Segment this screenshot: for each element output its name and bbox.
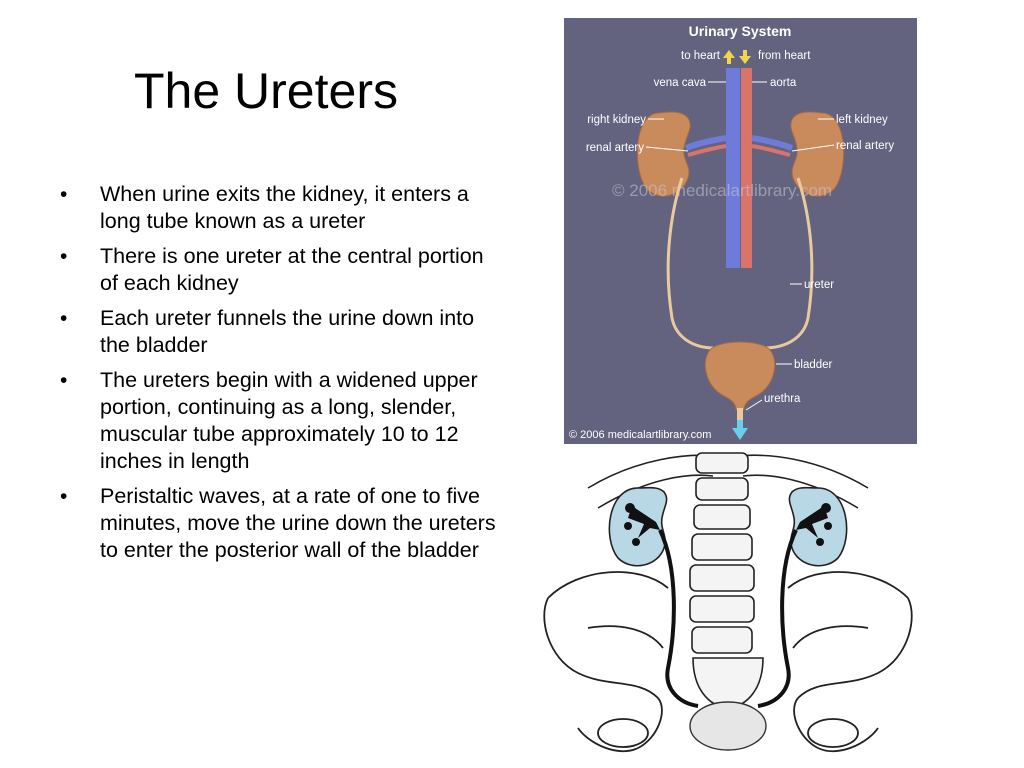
spine: [689, 452, 755, 654]
slide-title: The Ureters: [134, 63, 398, 119]
bullet-item: • There is one ureter at the central port…: [60, 243, 500, 297]
renal-artery-left: [751, 144, 791, 157]
bullet-list: • When urine exits the kidney, it enters …: [60, 181, 500, 572]
renal-vein-right: [684, 135, 727, 151]
bullet-glyph: •: [60, 485, 68, 508]
renal-pelvis-right: [624, 503, 660, 546]
urinary-system-diagram: Urinary System to heart from heart vena …: [564, 18, 917, 444]
arrow-down-cyan-icon: [732, 420, 748, 440]
right-ureter-illustration: [658, 529, 699, 708]
leader-line: [791, 144, 835, 152]
label-urethra: urethra: [764, 393, 801, 405]
bullet-item: • The ureters begin with a widened upper …: [60, 367, 500, 475]
left-ureter: [763, 177, 814, 350]
renal-artery-right: [687, 144, 727, 157]
renal-vein-left: [751, 135, 794, 151]
left-kidney: [790, 111, 845, 197]
urinary-system-svg: Urinary System to heart from heart vena …: [569, 23, 894, 441]
label-to-heart: to heart: [681, 50, 721, 62]
label-vena-cava: vena cava: [654, 77, 707, 89]
bullet-text: There is one ureter at the central porti…: [100, 244, 484, 295]
leader-line: [645, 146, 689, 152]
pelvis-kidney-svg: [543, 452, 913, 753]
bullet-text: The ureters begin with a widened upper p…: [100, 368, 478, 473]
right-ureter: [666, 177, 715, 350]
aorta-vessel: [741, 68, 752, 268]
diagram-watermark: © 2006 medicalartlibrary.com: [612, 181, 832, 200]
label-from-heart: from heart: [758, 50, 811, 62]
label-aorta: aorta: [770, 77, 797, 89]
renal-pelvis-left: [796, 503, 832, 546]
bullet-glyph: •: [60, 369, 68, 392]
arrow-down-icon: [739, 50, 751, 64]
label-right-kidney: right kidney: [587, 114, 646, 126]
bullet-text: Peristaltic waves, at a rate of one to f…: [100, 484, 496, 562]
bullet-text: When urine exits the kidney, it enters a…: [100, 182, 469, 233]
bullet-item: • Each ureter funnels the urine down into…: [60, 305, 500, 359]
bladder-illustration: [689, 701, 767, 751]
bullet-glyph: •: [60, 245, 68, 268]
diagram-copyright: © 2006 medicalartlibrary.com: [569, 429, 711, 441]
bullet-glyph: •: [60, 183, 68, 206]
label-left-kidney: left kidney: [836, 114, 888, 126]
urethra: [737, 408, 743, 420]
label-bladder: bladder: [794, 359, 833, 371]
label-renal-artery-right: renal artery: [586, 142, 644, 154]
sacrum: [692, 657, 764, 709]
label-ureter: ureter: [804, 279, 834, 291]
pelvis: [543, 571, 913, 753]
label-renal-artery-left: renal artery: [836, 140, 894, 152]
bullet-item: • Peristaltic waves, at a rate of one to …: [60, 483, 500, 564]
left-ureter-illustration: [757, 529, 798, 708]
pelvis-kidney-illustration: [528, 448, 928, 768]
bullet-glyph: •: [60, 307, 68, 330]
vena-cava-vessel: [726, 68, 740, 268]
bullet-text: Each ureter funnels the urine down into …: [100, 306, 475, 357]
bladder: [704, 341, 776, 411]
arrow-up-icon: [723, 50, 735, 64]
right-kidney: [636, 111, 691, 197]
diagram-title: Urinary System: [689, 23, 792, 39]
leader-line: [745, 399, 763, 411]
bullet-item: • When urine exits the kidney, it enters …: [60, 181, 500, 235]
